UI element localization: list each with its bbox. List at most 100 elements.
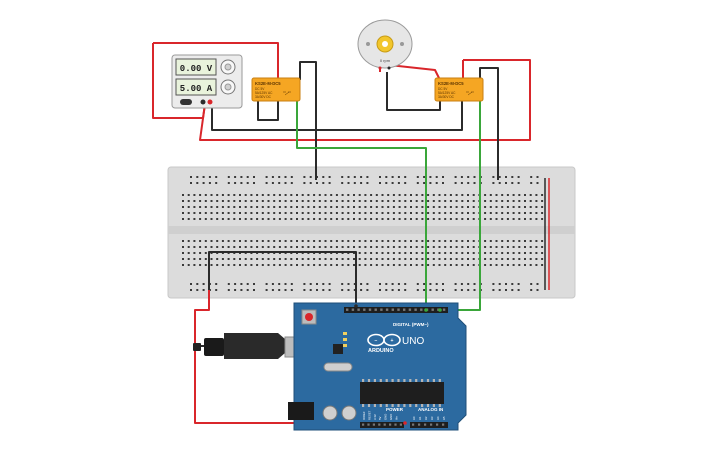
terminal-negative[interactable] bbox=[200, 99, 206, 105]
rail-hole bbox=[240, 289, 243, 291]
terminal-hole bbox=[404, 258, 407, 260]
terminal-hole bbox=[227, 218, 230, 220]
mcu-pin bbox=[391, 379, 394, 382]
rail-hole bbox=[429, 289, 432, 291]
terminal-hole bbox=[210, 194, 213, 196]
power-supply[interactable]: 0.00 V 5.00 A bbox=[171, 54, 243, 109]
terminal-hole bbox=[461, 194, 464, 196]
terminal-hole bbox=[427, 206, 430, 208]
arduino-uno[interactable]: DIGITAL (PWM~) − + ARDUINO UNO POWER ANA… bbox=[288, 302, 467, 431]
rail-hole bbox=[416, 176, 419, 178]
terminal-hole bbox=[524, 240, 526, 242]
terminal-hole bbox=[358, 246, 361, 248]
usb-chip bbox=[333, 344, 343, 354]
terminal-hole bbox=[256, 258, 259, 260]
digital-pin bbox=[431, 308, 434, 311]
arduino-brand: ARDUINO bbox=[368, 348, 394, 354]
terminal-hole bbox=[387, 194, 390, 196]
dc-power-jack[interactable] bbox=[288, 402, 314, 420]
terminal-hole bbox=[415, 194, 418, 196]
terminal-hole bbox=[524, 212, 526, 214]
microcontroller-chip bbox=[360, 382, 444, 404]
terminal-hole bbox=[438, 246, 441, 248]
rail-hole bbox=[322, 283, 325, 285]
terminal-hole bbox=[512, 194, 515, 196]
terminal-hole bbox=[449, 218, 452, 220]
relay-2-schematic-icon bbox=[466, 91, 474, 96]
terminal-hole bbox=[484, 200, 487, 202]
rail-hole bbox=[530, 283, 533, 285]
analog-pin-label: A2 bbox=[424, 416, 428, 420]
terminal-hole bbox=[290, 258, 293, 260]
terminal-hole bbox=[364, 258, 367, 260]
wire-red-supply-to-relay1[interactable] bbox=[153, 42, 279, 80]
wire-black-motor-to-relay2[interactable] bbox=[386, 72, 441, 111]
terminal-hole bbox=[250, 264, 253, 266]
breadboard[interactable] bbox=[167, 166, 576, 299]
wire-black-relay1-to-breadboard[interactable] bbox=[299, 61, 317, 180]
terminal-hole bbox=[438, 212, 441, 214]
rail-hole bbox=[271, 283, 274, 285]
rail-hole bbox=[316, 289, 318, 291]
relay-2[interactable]: KS2E-M-DC5 DC 5V 5A/125V AC 3A/30V DC bbox=[434, 77, 484, 102]
terminal-hole bbox=[193, 264, 196, 266]
rail-hole bbox=[397, 182, 400, 184]
relay-1[interactable]: KS2E-M-DC5 DC 5V 5A/125V AC 3A/30V DC bbox=[251, 77, 301, 102]
terminal-hole bbox=[421, 218, 424, 220]
terminal-hole bbox=[455, 218, 458, 220]
terminal-hole bbox=[427, 258, 430, 260]
terminal-hole bbox=[278, 264, 281, 266]
terminal-hole bbox=[398, 194, 401, 196]
rail-hole bbox=[190, 283, 192, 285]
rail-hole bbox=[246, 176, 249, 178]
motor-terminal-positive[interactable] bbox=[378, 66, 382, 70]
terminal-hole bbox=[296, 206, 298, 208]
rail-hole bbox=[196, 289, 199, 291]
rail-hole bbox=[385, 283, 388, 285]
motor-terminal-negative[interactable] bbox=[387, 66, 391, 70]
power-pin bbox=[378, 423, 381, 426]
terminal-hole bbox=[387, 218, 390, 220]
rail-hole bbox=[454, 289, 457, 291]
dc-motor[interactable]: 0 rpm bbox=[357, 19, 413, 70]
terminal-hole bbox=[353, 206, 355, 208]
terminal-hole bbox=[541, 264, 544, 266]
digital-pin bbox=[374, 308, 377, 311]
terminal-hole bbox=[267, 194, 270, 196]
rail-hole bbox=[227, 289, 230, 291]
power-switch[interactable] bbox=[180, 99, 192, 105]
rail-hole bbox=[505, 289, 507, 291]
terminal-hole bbox=[221, 264, 224, 266]
terminal-hole bbox=[489, 240, 492, 242]
analog-header bbox=[410, 422, 448, 428]
terminal-hole bbox=[484, 264, 487, 266]
terminal-hole bbox=[233, 246, 236, 248]
terminal-hole bbox=[244, 200, 247, 202]
terminal-hole bbox=[410, 212, 412, 214]
terminal-hole bbox=[524, 194, 526, 196]
terminal-hole bbox=[524, 218, 526, 220]
terminal-hole bbox=[324, 218, 327, 220]
terminal-hole bbox=[461, 258, 464, 260]
rail-hole bbox=[353, 176, 356, 178]
wire-black-relay2-to-breadboard[interactable] bbox=[479, 67, 499, 180]
terminal-hole bbox=[307, 258, 310, 260]
wire-red-breadboard-to-5v[interactable] bbox=[194, 290, 405, 424]
terminal-hole bbox=[313, 212, 316, 214]
terminal-hole bbox=[267, 218, 270, 220]
terminal-hole bbox=[404, 240, 407, 242]
wire-green-relay1-signal[interactable] bbox=[296, 100, 427, 310]
terminal-hole bbox=[381, 206, 384, 208]
terminal-hole bbox=[461, 264, 464, 266]
wire-black-breadboard-to-gnd[interactable] bbox=[208, 251, 357, 306]
wire-red-relay2-loop[interactable] bbox=[199, 59, 531, 141]
rail-hole bbox=[215, 283, 218, 285]
wire-black-supply-to-relay2[interactable] bbox=[211, 100, 463, 131]
terminal-hole bbox=[193, 246, 196, 248]
mcu-pin bbox=[426, 379, 430, 382]
wire-black-relay1-loop[interactable] bbox=[257, 100, 279, 121]
terminal-positive[interactable] bbox=[207, 99, 213, 105]
terminal-hole bbox=[484, 194, 487, 196]
